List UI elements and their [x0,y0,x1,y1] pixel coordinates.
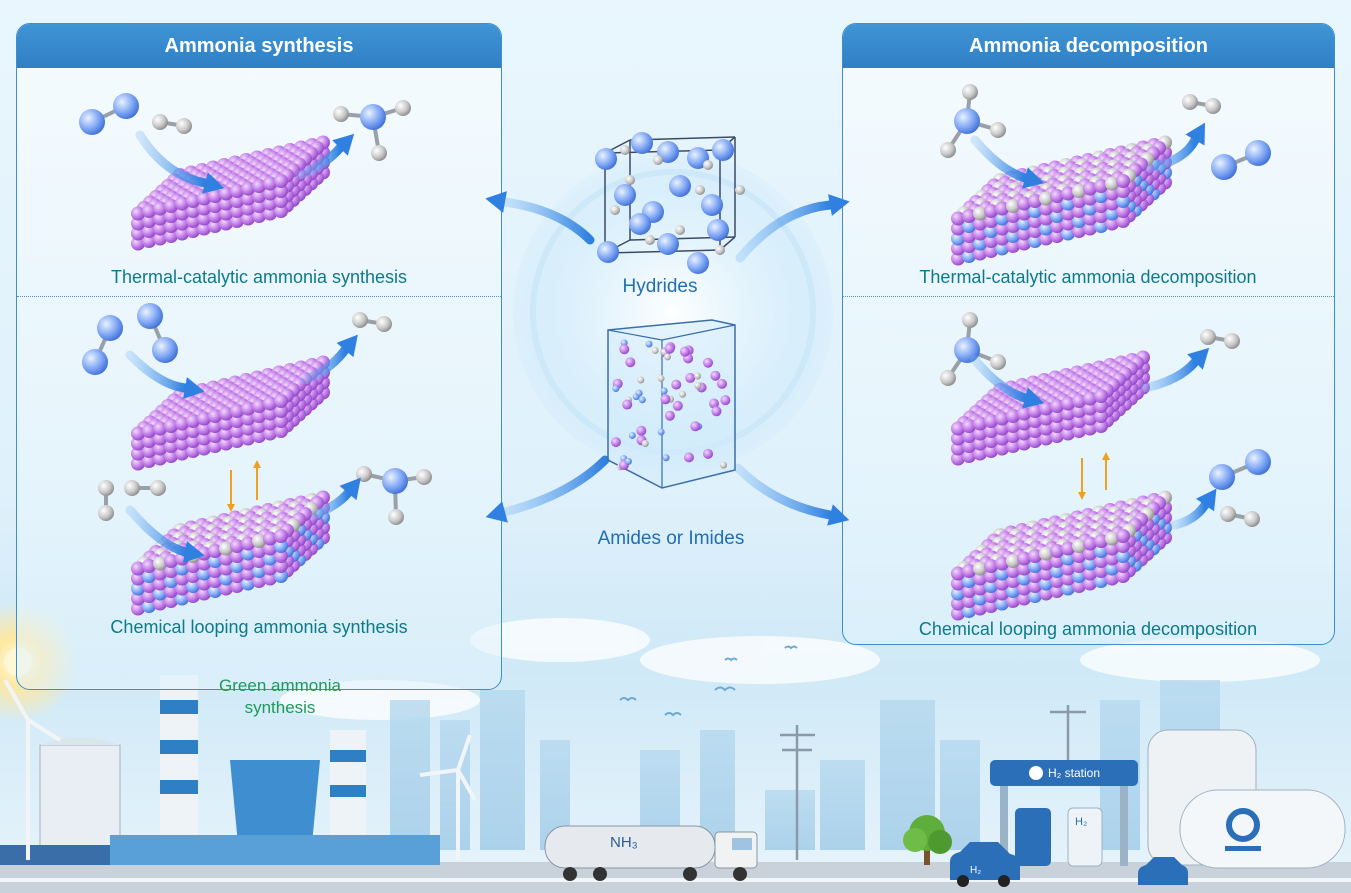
factory-icon [0,675,440,865]
flow-arrow [485,191,595,245]
looping-arrow-up [253,460,261,500]
tree-icon [903,815,952,865]
n2-molecule [1211,140,1271,180]
flow-arrow [135,130,225,194]
flow-arrow [1170,488,1217,530]
catalyst-slab [951,350,1150,466]
flow-arrow [1140,347,1210,393]
tank-icon [1147,729,1346,869]
h2-station-label: H₂ station [1048,766,1101,780]
h2-molecule [1220,506,1260,527]
amide-imide-crystal-icon [607,319,736,489]
catalyst-slab [951,490,1172,621]
nh3-molecule [940,312,1006,386]
n2-molecule [79,93,139,135]
truck-icon [544,825,758,881]
nh3-molecule [356,466,432,525]
h2-molecule [352,312,392,332]
car-icon [950,842,1188,887]
flow-arrow [735,194,850,263]
car-label: H₂ [970,865,982,876]
h2-station-icon [990,760,1138,867]
looping-synthesis-caption: Chemical looping ammonia synthesis [110,617,408,637]
looping-arrow-down [1078,458,1086,500]
nh3-molecule [333,100,411,161]
green-ammonia-label: Green ammonia synthesis [219,676,341,717]
nh3-molecule [940,84,1006,158]
h2-molecule [98,480,114,521]
flow-arrow [310,477,361,520]
power-pylon [780,705,1086,860]
hydrides-label: Hydrides [622,276,698,297]
catalyst-slab [131,355,330,471]
n2-molecule [137,303,178,363]
flow-arrow [295,133,355,180]
flow-arrow [125,350,205,399]
hydride-crystal-icon [595,132,745,274]
wind-turbine-icon [3,679,477,860]
looping-arrow-up [1102,452,1110,490]
panel-divider [17,296,501,297]
catalyst-slab [131,135,330,251]
flow-arrow [733,463,850,526]
h2-molecule [1200,329,1240,349]
looping-decomposition-caption: Chemical looping ammonia decomposition [918,619,1258,639]
flow-arrow [970,355,1045,409]
city-skyline [390,680,1220,850]
flow-arrow [970,135,1045,189]
h2-molecule [124,480,166,496]
decomposition-panel-title: Ammonia decomposition [843,24,1334,68]
thermal-decomposition-caption: Thermal-catalytic ammonia decomposition [919,267,1257,287]
flow-arrow [485,455,610,523]
h2-molecule [1182,94,1221,114]
n2-molecule [1209,449,1271,490]
h2-molecule [152,114,192,134]
flow-arrow [125,505,205,563]
looping-arrow-down [227,470,235,512]
thermal-synthesis-caption: Thermal-catalytic ammonia synthesis [110,267,408,287]
flow-arrow [1145,122,1205,173]
amides-imides-label: Amides or Imides [597,528,745,549]
n2-molecule [82,315,123,375]
bird-icon [619,645,798,717]
dispenser-label: H₂ [1075,816,1088,828]
flow-arrow [300,334,358,385]
synthesis-panel-title: Ammonia synthesis [17,24,501,68]
truck-label: NH₃ [610,834,638,851]
clouds [280,618,1320,720]
catalyst-slab [951,135,1172,266]
panel-divider [843,296,1334,297]
